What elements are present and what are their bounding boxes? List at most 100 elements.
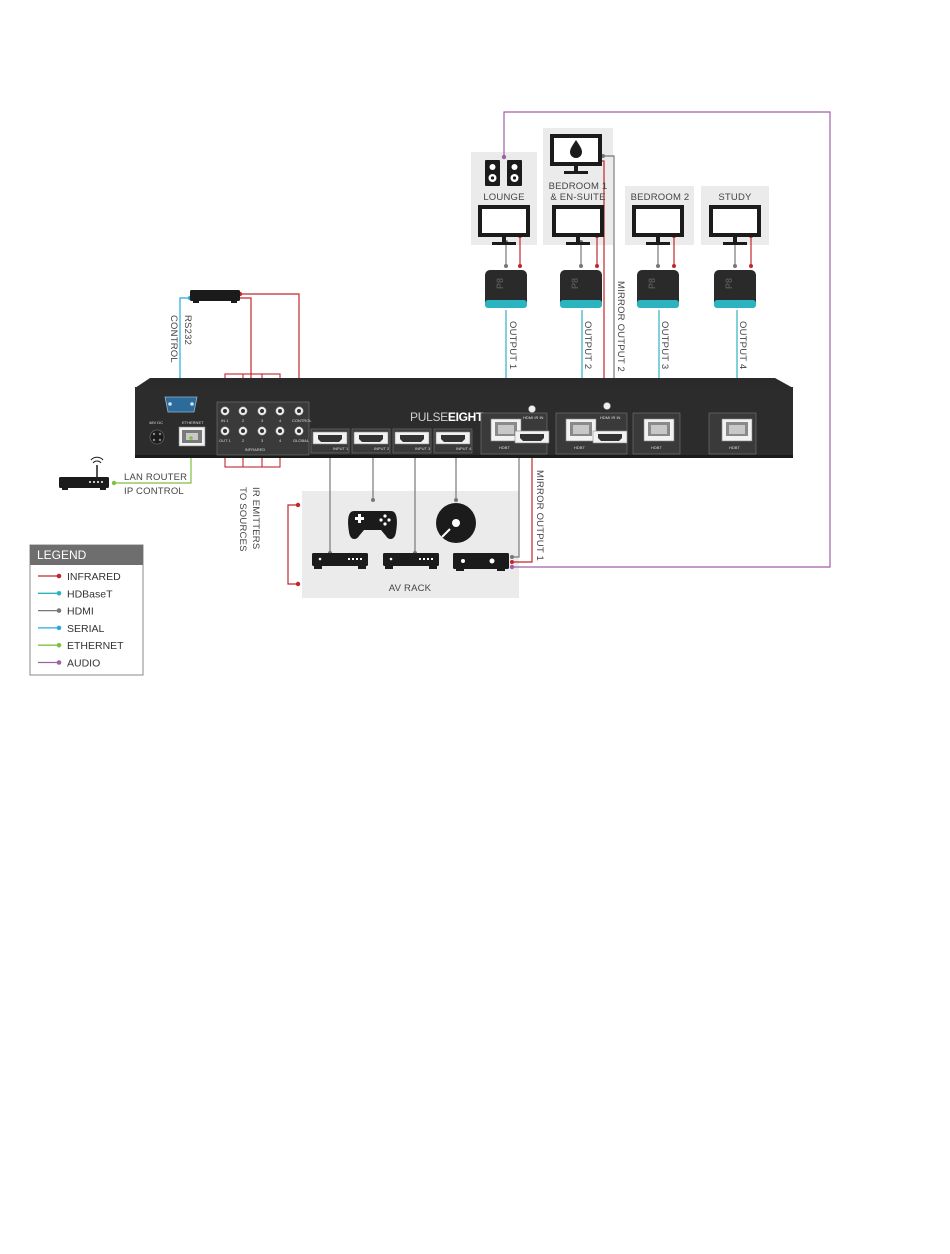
legend-item: ETHERNET <box>38 640 124 652</box>
brand-logo: PULSEEIGHT <box>410 410 484 424</box>
ir-in-jack[interactable] <box>220 406 230 416</box>
ir-global-label: GLOBAL <box>293 438 310 443</box>
lounge-label: LOUNGE <box>483 192 524 203</box>
output-2-label: OUTPUT 2 <box>582 321 593 369</box>
ir-in-jack-out2[interactable] <box>603 402 611 410</box>
hdmi-input-label: INPUT 3 <box>415 446 431 451</box>
to-sources-label: TO SOURCES <box>237 487 248 552</box>
legend-item: INFRARED <box>38 571 121 583</box>
hdmi-mirror-port-2[interactable] <box>592 430 628 444</box>
ir-tv-cables <box>519 236 752 266</box>
receiver-icon <box>560 270 602 308</box>
legend-item: SERIAL <box>38 623 105 635</box>
ir-in-label: IN 1 <box>221 418 229 423</box>
infrared-panel-label: INFRARED <box>245 447 266 452</box>
ir-out-jack[interactable] <box>275 426 285 436</box>
legend-swatch-dot <box>56 591 62 596</box>
legend-item-label: INFRARED <box>67 571 121 583</box>
ir-out-label: 2 <box>242 438 245 443</box>
ir-emitters-label: IR EMITTERS <box>250 487 261 549</box>
hdbt-port-output-4[interactable] <box>721 418 753 442</box>
av-receiver-icon <box>453 553 509 571</box>
mirror-output1-ir-cable <box>512 410 533 563</box>
ir-control-cable-2 <box>240 297 252 410</box>
legend-items: INFRARED HDBaseT HDMI SERIAL ETHERNET AUDIO <box>38 571 124 670</box>
power-socket-icon <box>149 429 165 445</box>
legend-item-label: ETHERNET <box>67 640 124 652</box>
ir-control-label: CONTROL <box>292 418 312 423</box>
hdbt-label: HDBT <box>651 445 662 450</box>
ir-emitter-bracket <box>287 504 298 585</box>
mirror-output2-label: MIRROR OUTPUT 2 <box>615 281 626 372</box>
ir-in-label: 3 <box>261 418 264 423</box>
rs232-port-icon <box>164 396 198 413</box>
disc-icon <box>436 503 476 543</box>
ir-in-jack[interactable] <box>238 406 248 416</box>
hdbt-label: HDBT <box>499 445 510 450</box>
legend-swatch-dot <box>56 608 62 613</box>
hdmi-input-2[interactable]: INPUT 2 <box>351 428 391 454</box>
power-label: 48V DC <box>149 420 163 425</box>
ir-control-jack[interactable] <box>294 406 304 416</box>
legend-swatch-dot <box>56 642 62 648</box>
shower-tv-icon <box>550 134 602 174</box>
mirror-output1-label: MIRROR OUTPUT 1 <box>534 470 545 561</box>
hdmi-input-3[interactable]: INPUT 3 <box>392 428 432 454</box>
output-3-label: OUTPUT 3 <box>659 321 670 369</box>
legend-swatch-dot <box>56 573 62 579</box>
legend-swatch-dot <box>56 625 62 631</box>
audio-cable <box>503 111 831 568</box>
ir-out-label: 4 <box>279 438 282 443</box>
lan-router-label: LAN ROUTER <box>124 472 187 483</box>
hdbt-label: HDBT <box>574 445 585 450</box>
hdmi-input-4[interactable]: INPUT 4 <box>433 428 473 454</box>
bedroom1-label-line2: & EN-SUITE <box>550 192 605 203</box>
study-label: STUDY <box>718 192 752 203</box>
hdmi-tv-cables <box>505 242 736 266</box>
hdmi-ir-in-label: HDMI IR IN <box>523 415 544 420</box>
output-1-label: OUTPUT 1 <box>507 321 518 369</box>
legend-item: AUDIO <box>38 658 100 670</box>
hdmi-input-label: INPUT 4 <box>456 446 472 451</box>
legend-item-label: AUDIO <box>67 658 100 670</box>
ir-in-jack[interactable] <box>275 406 285 416</box>
bedroom1-label-line1: BEDROOM 1 <box>549 181 608 192</box>
mirror-output1-cable <box>512 434 520 558</box>
receiver-icon <box>637 270 679 308</box>
ir-in-label: 2 <box>242 418 245 423</box>
legend-item: HDBaseT <box>38 588 113 600</box>
output-4-label: OUTPUT 4 <box>737 321 748 369</box>
hdmi-input-label: INPUT 1 <box>333 446 349 451</box>
hdmi-ir-in-label: HDMI IR IN <box>600 415 621 420</box>
serial-cable <box>179 297 190 401</box>
ir-out-jack[interactable] <box>220 426 230 436</box>
ir-global-jack[interactable] <box>294 426 304 436</box>
hdmi-input-1[interactable]: INPUT 1 <box>310 428 350 454</box>
ir-out-jack[interactable] <box>257 426 267 436</box>
ip-control-label: IP CONTROL <box>124 486 184 497</box>
legend-item-label: SERIAL <box>67 623 105 635</box>
hdbt-port-output-2[interactable] <box>565 418 597 442</box>
router-icon <box>59 456 109 490</box>
bedroom2-label: BEDROOM 2 <box>631 192 690 203</box>
legend-item-label: HDBaseT <box>67 588 113 600</box>
ir-in-jack[interactable] <box>257 406 267 416</box>
ir-out-jack[interactable] <box>238 426 248 436</box>
hdmi-mirror-port-1[interactable] <box>514 430 550 444</box>
hdbt-port-output-3[interactable] <box>643 418 675 442</box>
legend-title: LEGEND <box>37 548 87 562</box>
receiver-icon <box>485 270 527 308</box>
ir-out-label: 3 <box>261 438 264 443</box>
mirror-output2-cable <box>603 155 615 434</box>
speakers-icon <box>485 160 522 186</box>
legend-item: HDMI <box>38 606 94 618</box>
hdmi-input-label: INPUT 2 <box>374 446 390 451</box>
ir-in-jack-out1[interactable] <box>528 405 536 413</box>
hdbt-label: HDBT <box>729 445 740 450</box>
rs232-label: RS232 <box>182 315 193 345</box>
game-controller-icon <box>348 511 397 540</box>
ethernet-port-label: ETHERNET <box>182 420 204 425</box>
ir-control-cable <box>240 293 300 410</box>
av-rack-label: AV RACK <box>389 583 432 594</box>
